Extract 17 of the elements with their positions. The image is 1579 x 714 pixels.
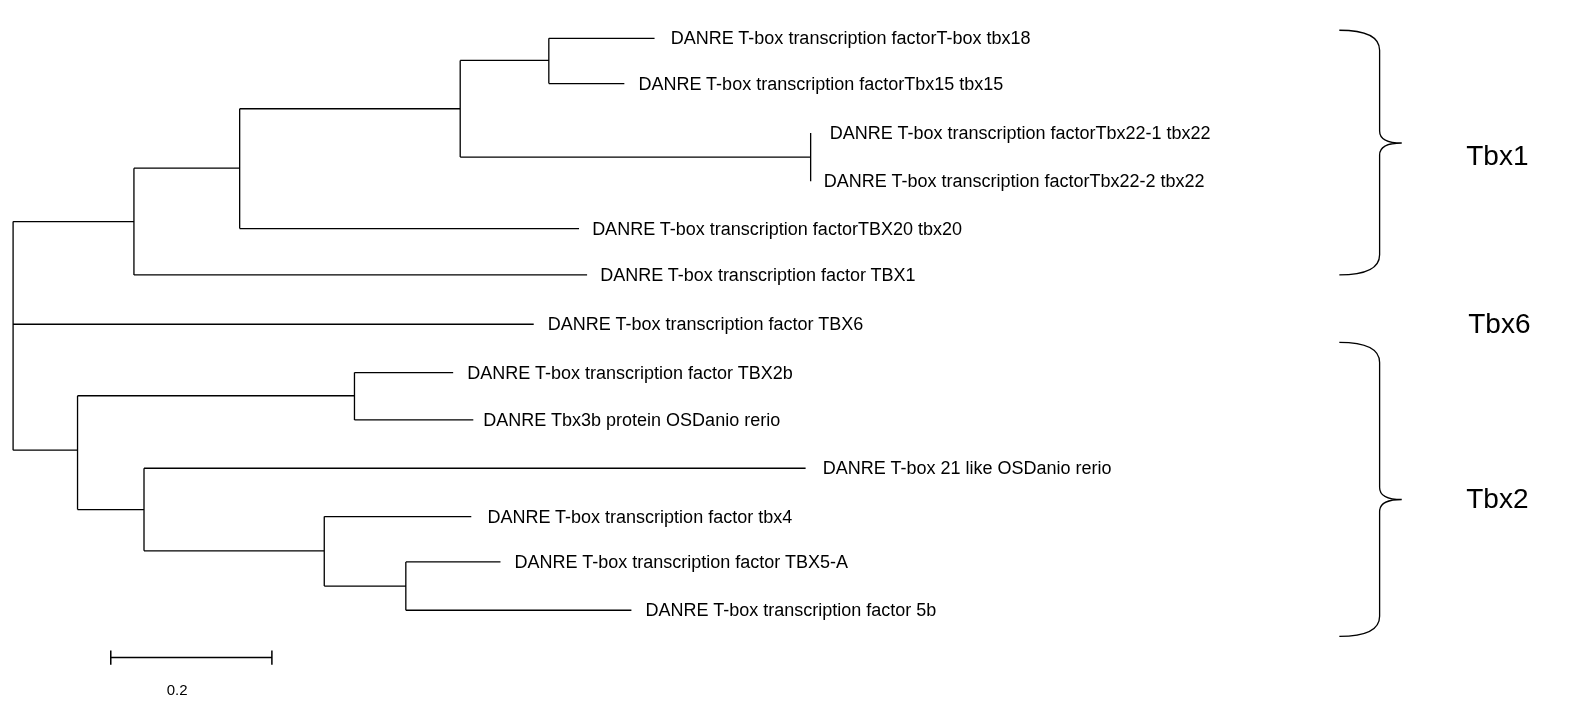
taxon-label: DANRE T-box transcription factorTbx15 tbx15 bbox=[638, 73, 1004, 94]
scale-value: 0.2 bbox=[166, 679, 188, 700]
taxon-label: DANRE T-box transcription factor TBX1 bbox=[600, 264, 916, 285]
clade-label: Tbx2 bbox=[1466, 483, 1529, 516]
taxon-label: DANRE T-box transcription factor TBX5-A bbox=[514, 551, 849, 572]
taxon-label: DANRE T-box transcription factor tbx4 bbox=[487, 506, 793, 527]
taxon-label: DANRE T-box transcription factorTbx22-2 tbx22 bbox=[823, 171, 1205, 192]
clade-label: Tbx1 bbox=[1466, 140, 1529, 173]
taxon-label: DANRE T-box transcription factor TBX6 bbox=[547, 314, 864, 335]
clade-label: Tbx6 bbox=[1468, 308, 1531, 341]
taxon-label: DANRE T-box transcription factor TBX2b bbox=[467, 362, 793, 383]
taxon-label: DANRE Tbx3b protein OSDanio rerio bbox=[483, 409, 781, 430]
taxon-label: DANRE T-box transcription factor 5b bbox=[645, 600, 937, 621]
taxon-label: DANRE T-box 21 like OSDanio rerio bbox=[822, 458, 1112, 479]
taxon-label: DANRE T-box transcription factorTBX20 tbx20 bbox=[592, 218, 962, 239]
taxon-label: DANRE T-box transcription factorT-box tbx18 bbox=[670, 28, 1031, 49]
taxon-label: DANRE T-box transcription factorTbx22-1 tbx22 bbox=[829, 122, 1211, 143]
